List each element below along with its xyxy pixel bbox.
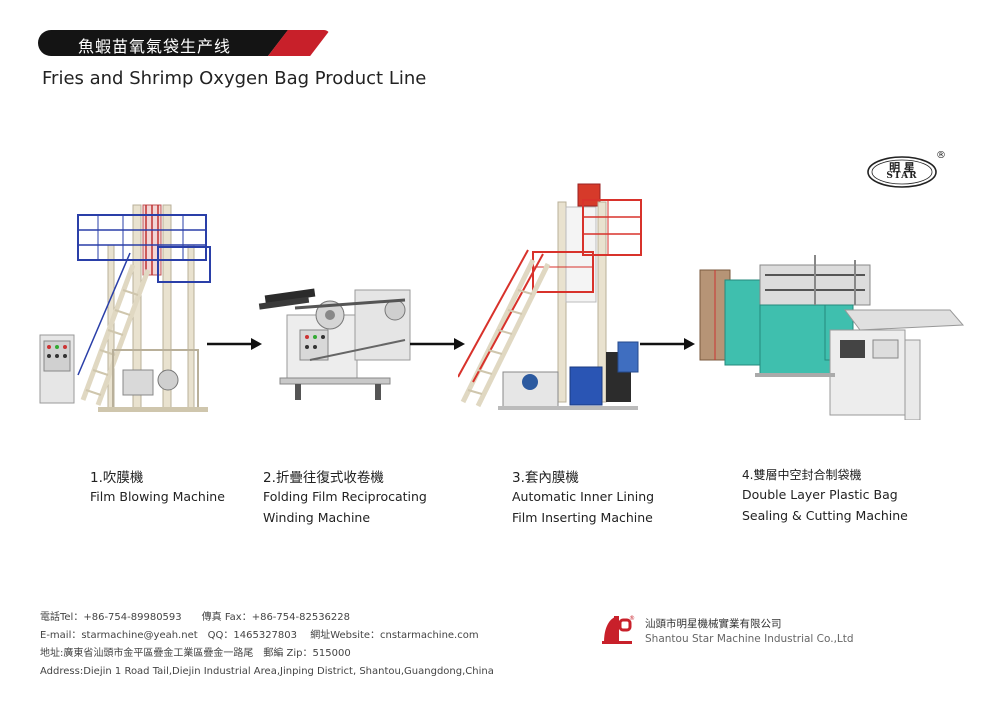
footer-phone-fax: 電話Tel：+86-754-89980593 傳真 Fax：+86-754-82… [40,612,351,623]
bag-sealing-cutting-machine-image [695,255,965,421]
film-blowing-machine-image [38,185,213,415]
company-name-en: Shantou Star Machine Industrial Co.,Ltd [645,633,854,645]
footer-address-cn: 地址:廣東省汕頭市金平區疊金工業區疊金一路尾 郵編 Zip：515000 [40,648,351,659]
company-logo-icon: ® [600,612,636,646]
arrow-right-icon [410,336,465,355]
footer-address-en: Address:Diejin 1 Road Tail,Diejin Indust… [40,666,494,677]
machine-2-name-line1: Folding Film Reciprocating [263,489,427,504]
footer-email-qq-website: E-mail：starmachine@yeah.net QQ：146532780… [40,630,479,641]
machine-3-name-line1: Automatic Inner Lining [512,489,655,504]
registered-mark: ® [936,150,946,161]
machine-4-name-line2: Sealing & Cutting Machine [742,508,908,523]
star-logo: 明 星 STAR ® [864,150,948,192]
machine-3-title: 3.套內膜機 [512,470,579,486]
svg-text:®: ® [629,615,635,622]
logo-cn-text: 明 星 [889,161,915,174]
machine-3-name-line2: Film Inserting Machine [512,510,653,525]
arrow-right-icon [207,336,262,355]
inner-lining-machine-image [457,182,648,414]
machine-2-title: 2.折疊往復式收卷機 [263,470,384,486]
machine-1-title: 1.吹膜機 [90,470,144,486]
page-title-cn: 魚蝦苗氧氣袋生产线 [78,37,232,56]
machine-2-name-line2: Winding Machine [263,510,371,525]
company-name-cn: 汕頭市明星機械實業有限公司 [645,618,782,630]
arrow-right-icon [640,336,695,355]
logo-en-text: STAR [886,171,918,181]
machine-4-name-line1: Double Layer Plastic Bag [742,487,898,502]
page-title-en: Fries and Shrimp Oxygen Bag Product Line [42,68,427,89]
winding-machine-image [255,270,420,415]
machine-4-title: 4.雙層中空封合制袋機 [742,468,862,482]
header-banner [38,30,288,56]
machine-1-name: Film Blowing Machine [90,489,225,504]
